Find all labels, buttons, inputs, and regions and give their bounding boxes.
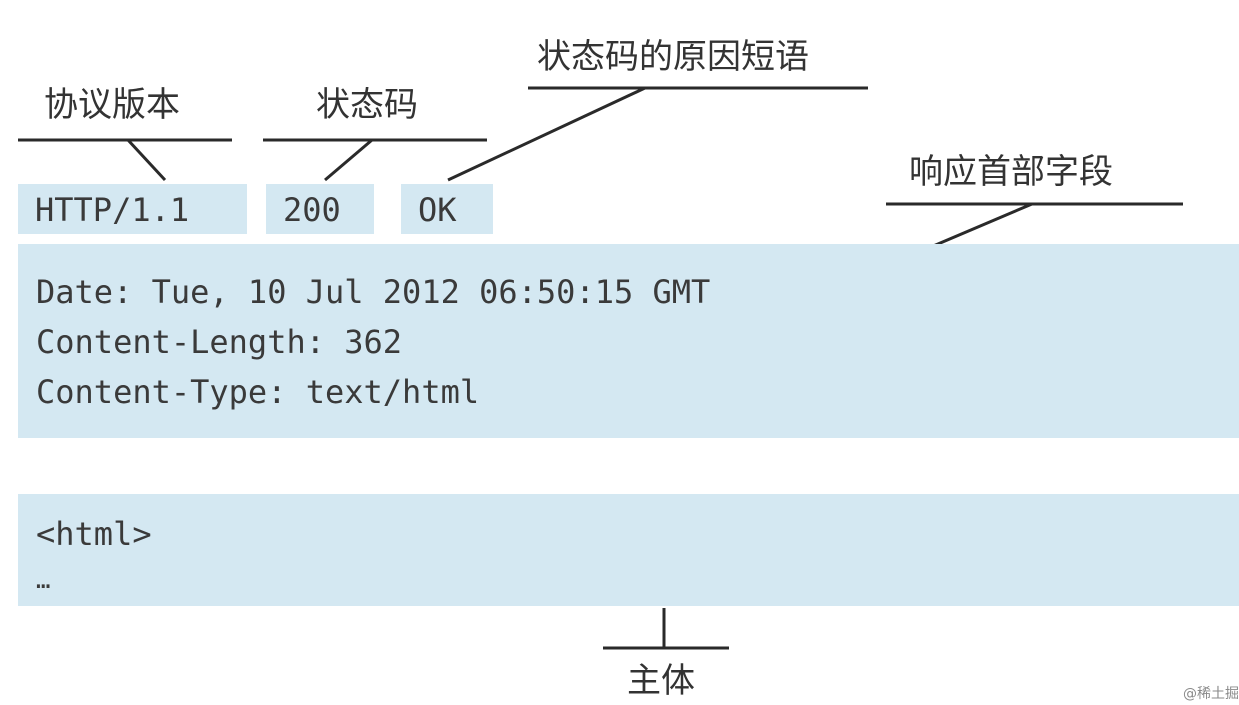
body-box: <html> …	[18, 494, 1239, 606]
body-line-ellipsis: …	[36, 566, 51, 594]
headers-box: Date: Tue, 10 Jul 2012 06:50:15 GMT Cont…	[18, 244, 1239, 438]
status-code-value: 200	[283, 191, 341, 229]
header-line-content-length: Content-Length: 362	[36, 323, 403, 361]
body-label: 主体	[627, 661, 695, 701]
header-line-date: Date: Tue, 10 Jul 2012 06:50:15 GMT	[36, 273, 711, 311]
reason-phrase-pointer	[447, 86, 646, 182]
reason-phrase-value: OK	[418, 191, 457, 229]
header-line-content-type: Content-Type: text/html	[36, 373, 480, 411]
status-code-label: 状态码	[316, 85, 418, 125]
version-box: HTTP/1.1	[18, 184, 247, 234]
http-version: HTTP/1.1	[35, 191, 190, 229]
status-code-pointer	[324, 138, 373, 182]
protocol-version-pointer	[126, 138, 167, 182]
protocol-version-label: 协议版本	[44, 85, 180, 125]
watermark: @稀土掘	[1183, 686, 1239, 702]
response-headers-label: 响应首部字段	[909, 152, 1113, 192]
reason-phrase-label: 状态码的原因短语	[537, 37, 809, 77]
body-line-html: <html>	[36, 515, 152, 553]
status-code-box: 200	[266, 184, 374, 234]
reason-box: OK	[401, 184, 493, 234]
